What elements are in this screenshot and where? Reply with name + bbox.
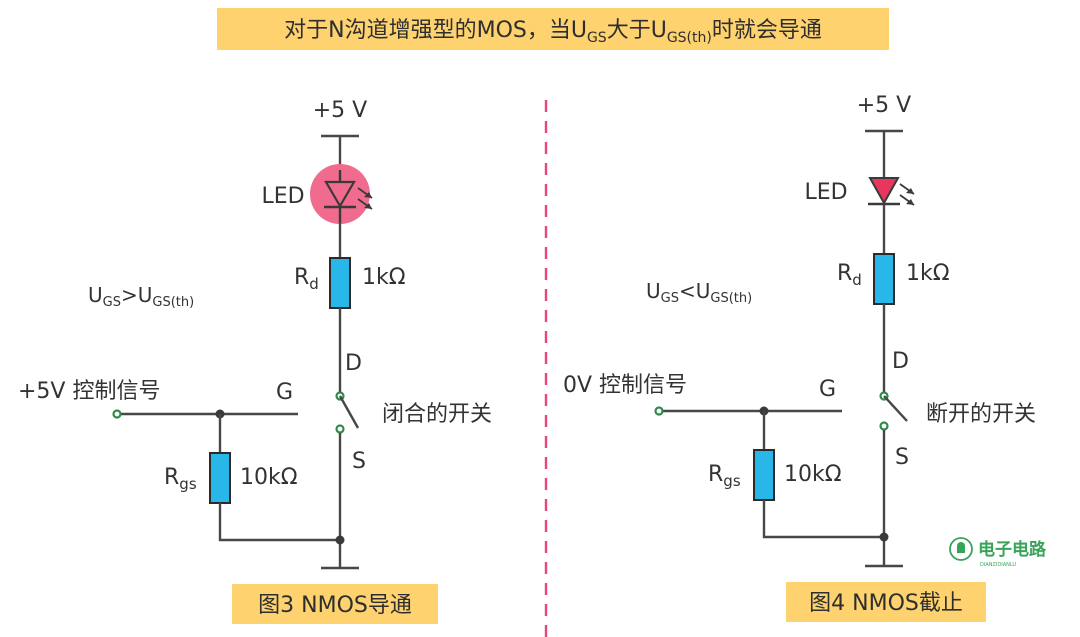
source-label: S xyxy=(352,449,366,474)
junction-dot xyxy=(335,535,345,545)
vcc-label: +5 V xyxy=(313,98,367,123)
rgs-value: 10kΩ xyxy=(784,462,842,487)
junction-dot xyxy=(879,532,889,542)
rd-label: Rd xyxy=(294,265,319,293)
led-icon xyxy=(868,177,915,206)
switch-terminal-bottom xyxy=(335,424,345,434)
switch-terminal-bottom xyxy=(879,421,889,431)
right-circuit: +5 V LED Rd 1kΩ UGS<UGS(th) D 断开的开关 G 0V… xyxy=(563,93,1036,622)
led-icon xyxy=(324,170,373,222)
led-glow xyxy=(310,164,370,224)
drain-label: D xyxy=(345,351,362,376)
logo-text: 电子电路 xyxy=(978,539,1047,560)
rgs-resistor xyxy=(753,449,775,501)
rd-value: 1kΩ xyxy=(906,261,950,286)
source-label: S xyxy=(895,445,909,470)
caption-banner xyxy=(786,582,986,622)
condition-label: UGS>UGS(th) xyxy=(88,283,194,310)
caption: 图3 NMOS导通 xyxy=(258,593,412,618)
drain-label: D xyxy=(892,349,909,374)
condition-label: UGS<UGS(th) xyxy=(646,279,752,306)
switch-state-label: 断开的开关 xyxy=(926,402,1036,427)
title: 对于N沟道增强型的MOS，当UGS大于UGS(th)时就会导通 xyxy=(284,18,822,46)
left-circuit: +5 V LED Rd 1kΩ UGS>UGS(th) D 闭合的开关 G xyxy=(18,98,492,624)
vcc-label: +5 V xyxy=(857,93,911,118)
rd-resistor xyxy=(873,253,895,305)
rd-resistor xyxy=(329,257,351,309)
gate-label: G xyxy=(819,377,836,402)
switch-state-label: 闭合的开关 xyxy=(382,402,492,427)
led-label: LED xyxy=(261,184,304,209)
logo: 电子电路 DIANZIDIANLU xyxy=(949,537,1047,568)
logo-subtext: DIANZIDIANLU xyxy=(980,562,1016,568)
gate-label: G xyxy=(276,380,293,405)
control-signal-label: 0V 控制信号 xyxy=(563,373,687,398)
gate-input-terminal xyxy=(654,406,664,416)
rgs-label: Rgs xyxy=(708,462,741,490)
rgs-resistor xyxy=(209,452,231,504)
gate-input-terminal xyxy=(112,409,122,419)
title-banner xyxy=(217,8,889,50)
switch-arm xyxy=(883,395,908,422)
rgs-value: 10kΩ xyxy=(240,465,298,490)
caption: 图4 NMOS截止 xyxy=(809,591,963,616)
control-signal-label: +5V 控制信号 xyxy=(18,379,160,404)
rd-value: 1kΩ xyxy=(362,265,406,290)
logo-icon xyxy=(949,537,973,561)
led-label: LED xyxy=(804,180,847,205)
caption-banner xyxy=(232,584,438,624)
rd-label: Rd xyxy=(837,261,862,289)
switch-arm xyxy=(338,395,360,429)
rgs-label: Rgs xyxy=(164,465,197,493)
